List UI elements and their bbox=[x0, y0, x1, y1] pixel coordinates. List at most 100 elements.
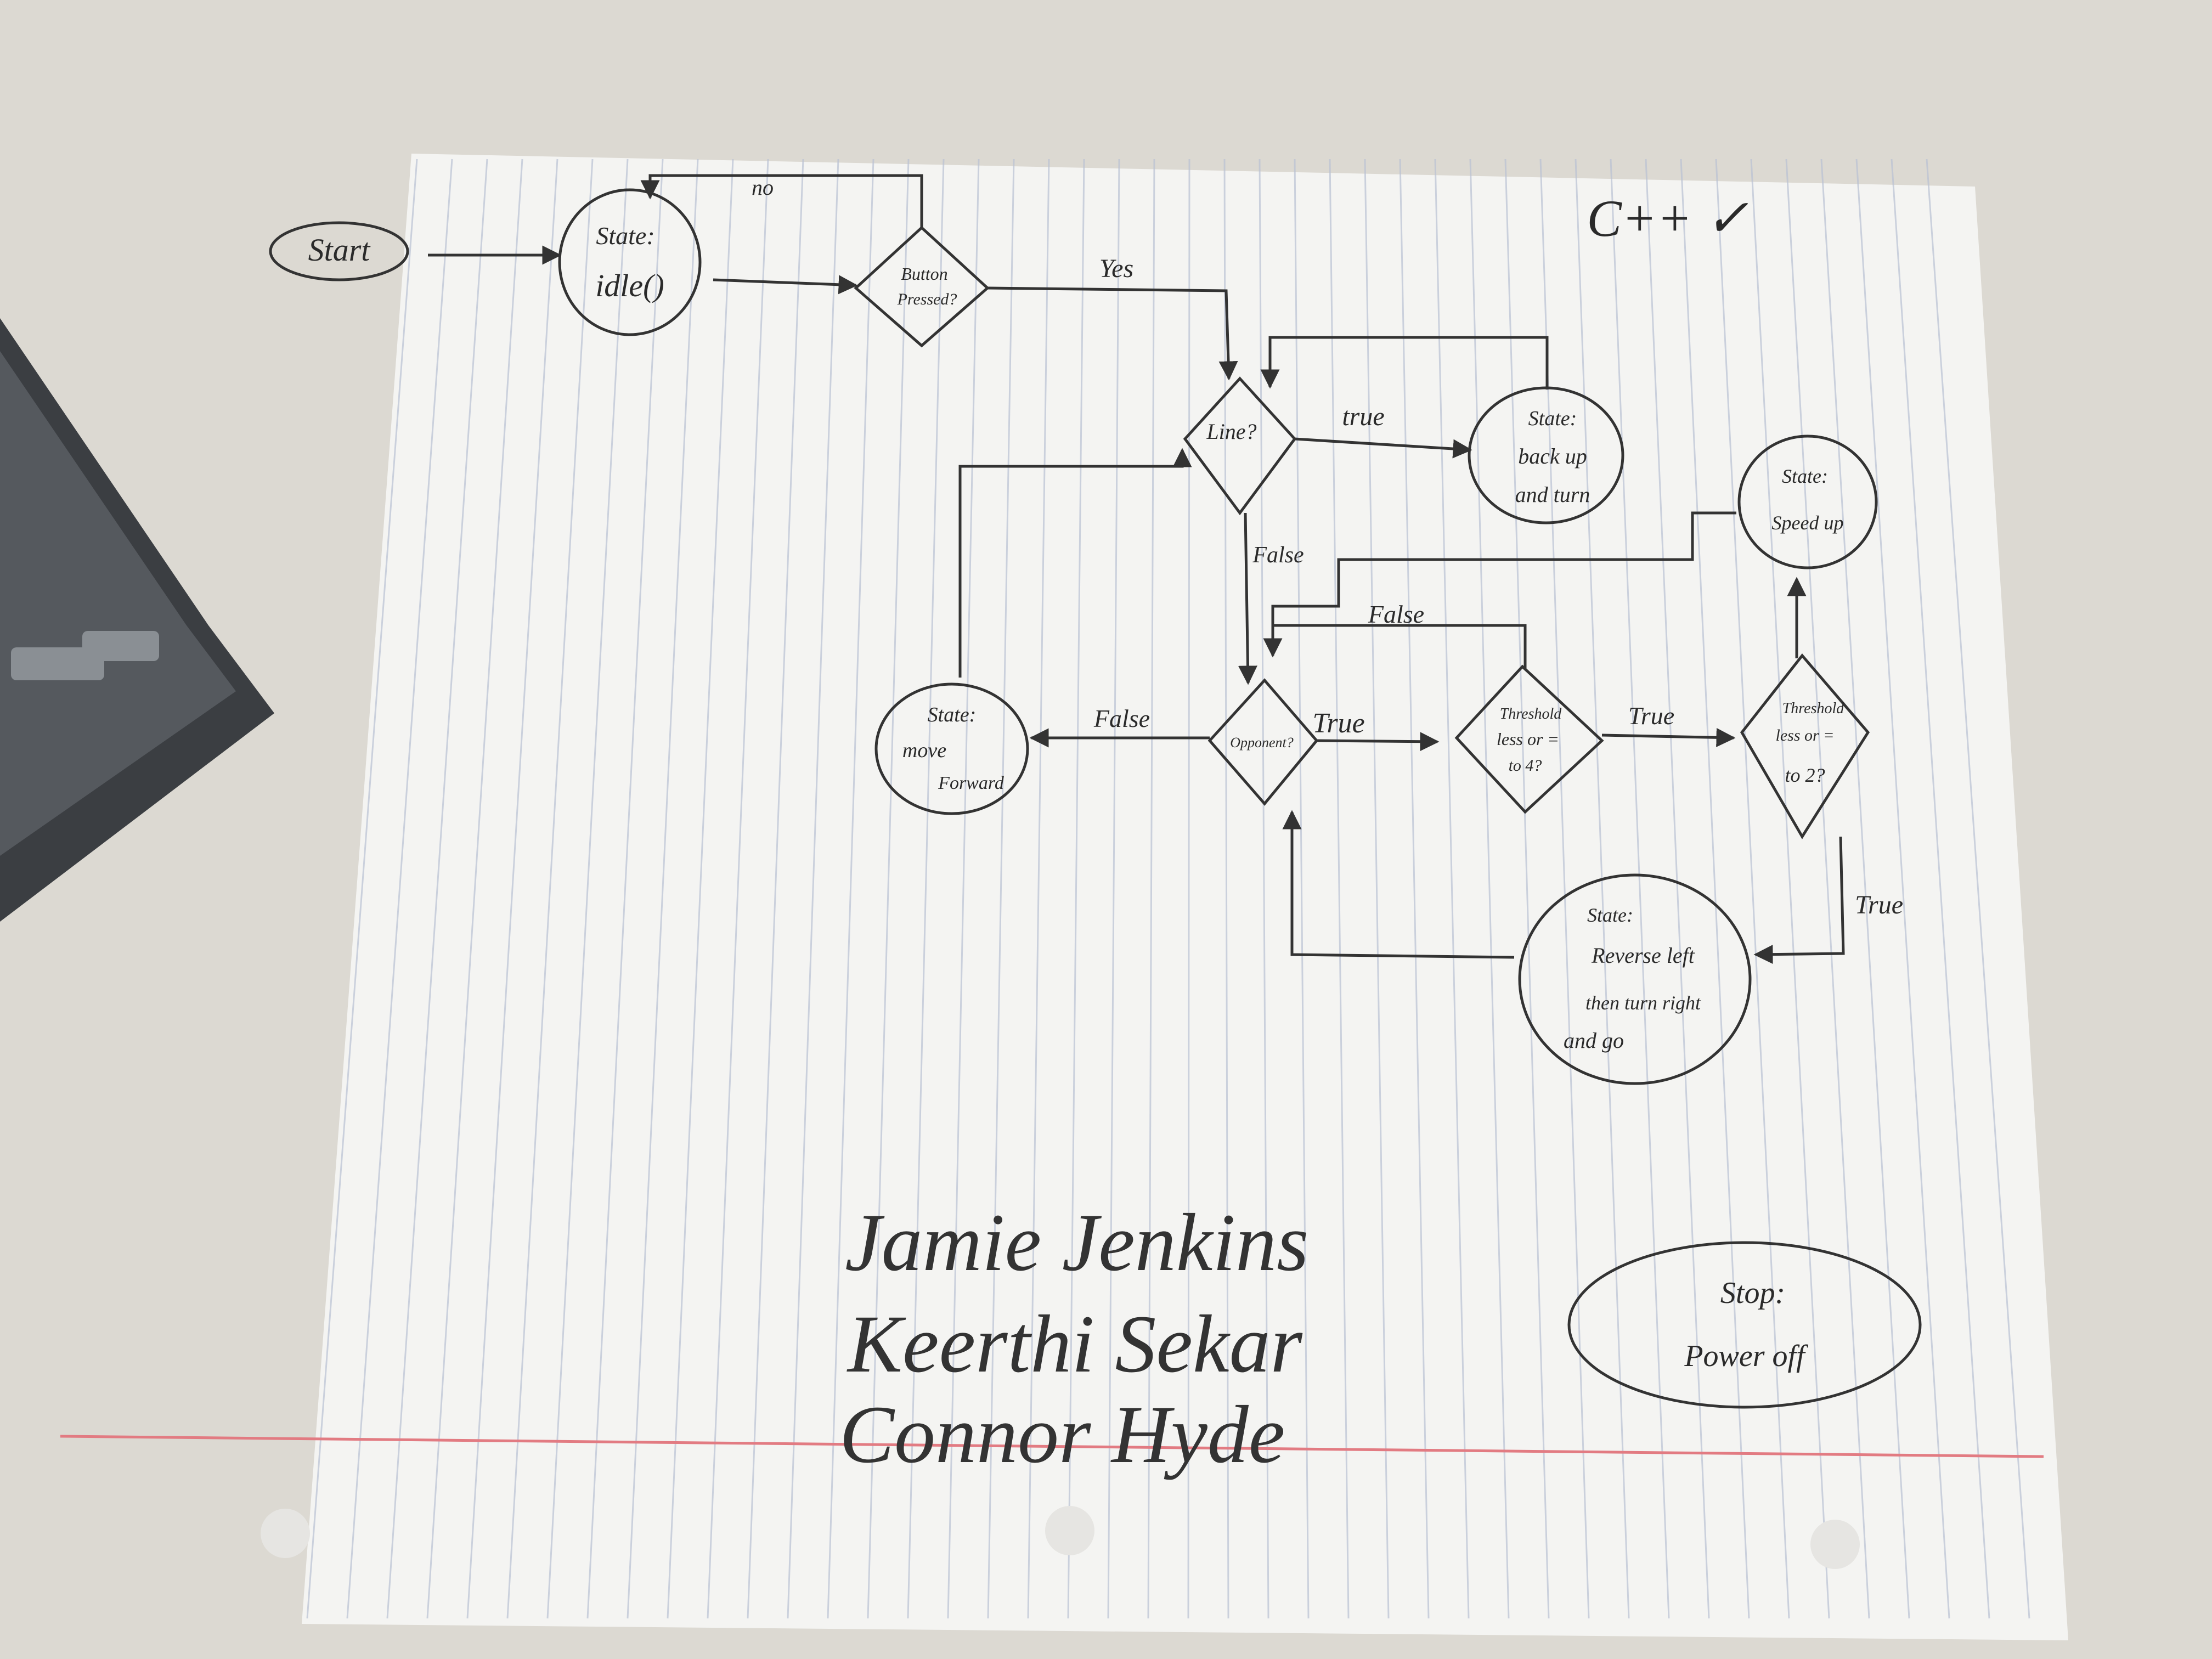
idle-state-node bbox=[558, 188, 702, 336]
ruled-line bbox=[426, 159, 523, 1619]
idle-label-2: idle() bbox=[595, 268, 664, 303]
edge-label-opp-true: True bbox=[1312, 708, 1364, 739]
line-label: Line? bbox=[1206, 419, 1256, 444]
edge-label-opp-false: False bbox=[1093, 704, 1150, 732]
ruled-line bbox=[1067, 159, 1085, 1619]
edge-backup-loop bbox=[1260, 336, 1549, 390]
ruled-line bbox=[1329, 159, 1350, 1619]
ruled-line bbox=[586, 159, 664, 1619]
ruled-line bbox=[506, 159, 594, 1619]
ruled-line bbox=[1504, 159, 1550, 1619]
speed-label-2: Speed up bbox=[1772, 512, 1844, 534]
backup-label-3: and turn bbox=[1515, 482, 1590, 507]
th2-label-1: Threshold bbox=[1782, 700, 1845, 717]
paper-sheet bbox=[60, 154, 2068, 1640]
edge-th4-false bbox=[1263, 624, 1527, 669]
speed-label-1: State: bbox=[1782, 465, 1828, 487]
ruled-line bbox=[787, 159, 839, 1619]
edge-label-th2-true: True bbox=[1855, 890, 1903, 919]
edge-opp-true bbox=[1316, 732, 1440, 752]
ruled-line bbox=[1645, 159, 1710, 1619]
ruled-line bbox=[1820, 159, 1910, 1619]
backup-label-1: State: bbox=[1528, 407, 1577, 430]
ruled-line bbox=[346, 159, 453, 1619]
edge-label-th4-false: False bbox=[1368, 600, 1424, 628]
author-name-1: Jamie Jenkins bbox=[845, 1197, 1308, 1288]
ruled-line bbox=[987, 159, 1015, 1619]
ruled-line bbox=[1223, 159, 1229, 1619]
ruled-line bbox=[1364, 159, 1390, 1619]
ruled-line bbox=[707, 159, 769, 1619]
ruled-line bbox=[667, 159, 734, 1619]
ruled-line bbox=[1434, 159, 1470, 1619]
ruled-line bbox=[1294, 159, 1310, 1619]
edge-idle-button bbox=[713, 275, 858, 295]
nodes bbox=[269, 188, 1922, 1409]
ruled-line bbox=[907, 159, 945, 1619]
ruled-line bbox=[1715, 159, 1790, 1619]
button-pressed-diamond bbox=[854, 225, 990, 348]
th2-label-3: to 2? bbox=[1785, 764, 1825, 786]
reverse-label-2: Reverse left bbox=[1591, 943, 1695, 968]
edge-label-line-false: False bbox=[1252, 543, 1304, 568]
stop-label-1: Stop: bbox=[1720, 1276, 1785, 1310]
reverse-label-4: and go bbox=[1564, 1028, 1624, 1053]
ruled-line bbox=[747, 159, 804, 1619]
ruled-line bbox=[306, 159, 418, 1619]
ruled-line bbox=[1785, 159, 1870, 1619]
th2-label-2: less or = bbox=[1776, 726, 1835, 744]
th4-label-1: Threshold bbox=[1500, 706, 1562, 723]
header-note: C++ ✓ bbox=[1587, 189, 1749, 247]
th4-label-2: less or = bbox=[1497, 729, 1559, 749]
ruled-line bbox=[1891, 159, 1990, 1619]
ruled-line bbox=[1147, 159, 1155, 1619]
move-label-3: Forward bbox=[938, 773, 1005, 793]
line-diamond bbox=[1183, 376, 1297, 516]
edge-line-false bbox=[1238, 512, 1257, 685]
move-label-2: move bbox=[902, 739, 946, 762]
margin-line bbox=[60, 1435, 2044, 1458]
reverse-label-3: then turn right bbox=[1585, 992, 1701, 1014]
ruled-line bbox=[1027, 159, 1050, 1619]
button-label-2: Pressed? bbox=[897, 290, 957, 308]
ruled-line bbox=[627, 159, 699, 1619]
idle-label-1: State: bbox=[596, 222, 654, 250]
ruled-line bbox=[867, 159, 910, 1619]
ruled-line bbox=[827, 159, 874, 1619]
ruled-line bbox=[1187, 159, 1190, 1619]
edge-reverse-opp bbox=[1282, 810, 1515, 959]
ruled-line bbox=[546, 159, 629, 1619]
binder-hole bbox=[1810, 1520, 1860, 1569]
edge-label-no: no bbox=[752, 175, 774, 200]
author-names: Jamie Jenkins Keerthi Sekar Connor Hyde bbox=[839, 1197, 1308, 1480]
start-label: Start bbox=[308, 232, 371, 268]
speed-state-node bbox=[1737, 435, 1878, 569]
ruled-line bbox=[947, 159, 980, 1619]
edge-button-yes bbox=[987, 286, 1238, 381]
ruled-line bbox=[1469, 159, 1510, 1619]
stop-node bbox=[1567, 1241, 1922, 1409]
edge-speed-opp bbox=[1271, 511, 1736, 639]
author-name-2: Keerthi Sekar bbox=[847, 1299, 1303, 1390]
ruled-line bbox=[1539, 159, 1590, 1619]
reverse-state-node bbox=[1518, 873, 1752, 1085]
edge-move-loop bbox=[958, 448, 1192, 678]
author-name-3: Connor Hyde bbox=[839, 1389, 1285, 1480]
backup-label-2: back up bbox=[1518, 444, 1587, 469]
opponent-diamond bbox=[1207, 678, 1319, 806]
ruled-line bbox=[466, 159, 558, 1619]
start-node bbox=[269, 221, 409, 281]
stop-label-2: Power off bbox=[1684, 1339, 1809, 1373]
ruled-line bbox=[1750, 159, 1830, 1619]
edge-th4-true bbox=[1601, 727, 1736, 747]
edge-label-line-true: true bbox=[1342, 402, 1384, 431]
backup-state-node bbox=[1468, 386, 1624, 524]
binder-hole bbox=[261, 1509, 310, 1558]
ruled-line bbox=[1680, 159, 1750, 1619]
edge-line-true bbox=[1294, 437, 1472, 459]
edge-th2-true bbox=[1753, 836, 1845, 964]
move-label-1: State: bbox=[928, 703, 977, 726]
edge-button-no-loop bbox=[640, 174, 923, 228]
button-label-1: Button bbox=[901, 264, 947, 284]
